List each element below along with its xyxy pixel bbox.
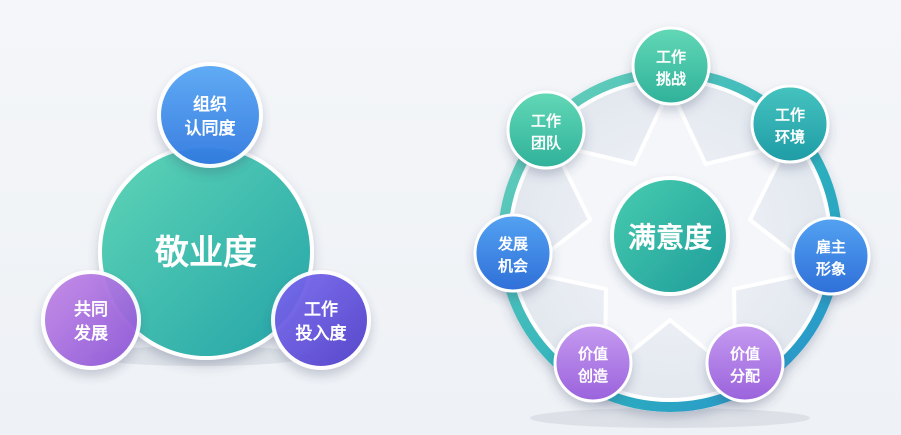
satisfaction-shadow [530, 408, 810, 428]
node-label-line1: 价值 [730, 345, 760, 363]
node-label-line1: 组织 [193, 94, 227, 115]
satisfaction-node-work-environment: 工作 环境 [750, 84, 830, 164]
node-label-line2: 投入度 [296, 323, 348, 344]
node-circle [705, 323, 785, 403]
node-circle [791, 216, 871, 296]
node-circle [506, 90, 586, 170]
node-label-line2: 分配 [730, 367, 760, 385]
node-label-line1: 工作 [656, 48, 686, 66]
engagement-node-common-development: 共同 发展 [41, 270, 141, 370]
node-label-line1: 工作 [775, 106, 805, 124]
node-circle [750, 84, 830, 164]
satisfaction-node-work-challenge: 工作 挑战 [631, 26, 711, 106]
satisfaction-node-development-opportunity: 发展 机会 [473, 213, 553, 293]
node-label-line1: 工作 [531, 112, 561, 130]
node-label-line1: 工作 [304, 299, 338, 320]
engagement-node-org-identity: 组织 认同度 [157, 62, 263, 168]
satisfaction-node-employer-image: 雇主 形象 [791, 216, 871, 296]
engagement-center-label: 敬业度 [154, 233, 257, 273]
satisfaction-diagram: 满意度 工作 挑战 工作 环境 雇主 形象 价值 分配 价值 创造 [473, 26, 871, 428]
satisfaction-node-work-team: 工作 团队 [506, 90, 586, 170]
node-label-line2: 环境 [775, 128, 805, 146]
node-label-line2: 形象 [816, 260, 846, 278]
node-label-line1: 价值 [578, 345, 608, 363]
node-label-line1: 雇主 [816, 238, 846, 256]
node-label-line2: 挑战 [656, 70, 686, 88]
engagement-node-work-involvement: 工作 投入度 [271, 270, 371, 370]
node-label-line1: 共同 [74, 300, 108, 320]
node-circle [473, 213, 553, 293]
satisfaction-node-value-creation: 价值 创造 [553, 323, 633, 403]
node-label-line2: 创造 [577, 367, 608, 385]
node-circle [157, 62, 263, 168]
node-label-line1: 发展 [497, 235, 528, 253]
node-circle [553, 323, 633, 403]
node-circle [41, 270, 141, 370]
node-label-line2: 认同度 [185, 118, 237, 139]
node-circle [631, 26, 711, 106]
engagement-diagram: 组织 认同度 共同 发展 工作 投入度 敬业度 [41, 62, 371, 370]
satisfaction-center-circle [610, 176, 730, 296]
node-label-line2: 机会 [498, 257, 528, 275]
node-label-line2: 团队 [531, 134, 562, 152]
satisfaction-center-label: 满意度 [628, 221, 712, 254]
node-label-line2: 发展 [73, 323, 108, 344]
satisfaction-node-value-distribution: 价值 分配 [705, 323, 785, 403]
node-circle [271, 270, 371, 370]
